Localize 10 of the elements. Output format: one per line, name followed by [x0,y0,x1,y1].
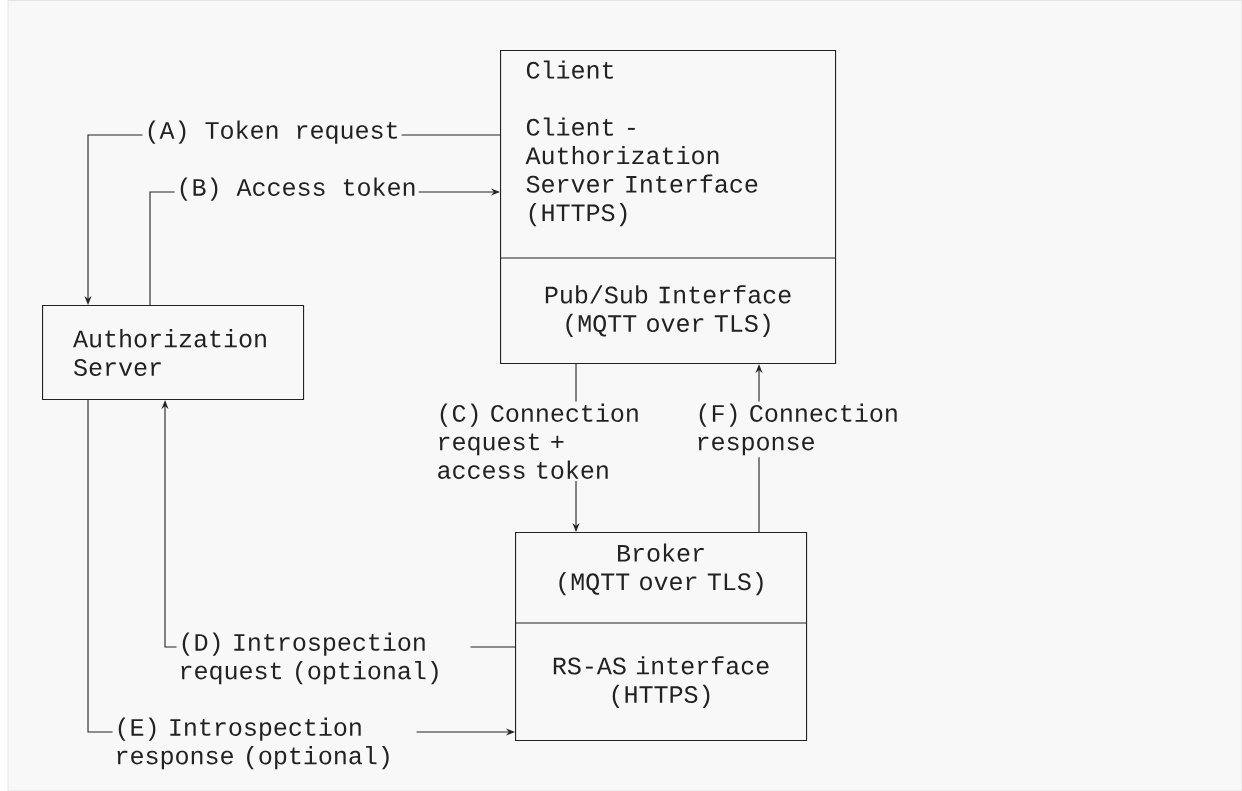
edge-label: (C) Connection request + access token [434,401,659,481]
edge-label: (D) Introspection request (optional) [176,630,471,687]
edge-label: (F) Connection response [693,401,918,458]
interface-section: Pub/Sub Interface (MQTT over TLS) [545,285,791,337]
interface-section: RS-AS interface (HTTPS) [553,656,769,708]
edge-label: (B) Access token [174,175,419,203]
server-box: Authorization Server [42,305,305,401]
edge-label: (E) Introspection response (optional) [112,715,417,772]
interface-section: Client - Authorization Server Interface (HTTPS) [525,117,758,227]
edge-label: (A) Token request [142,118,402,146]
